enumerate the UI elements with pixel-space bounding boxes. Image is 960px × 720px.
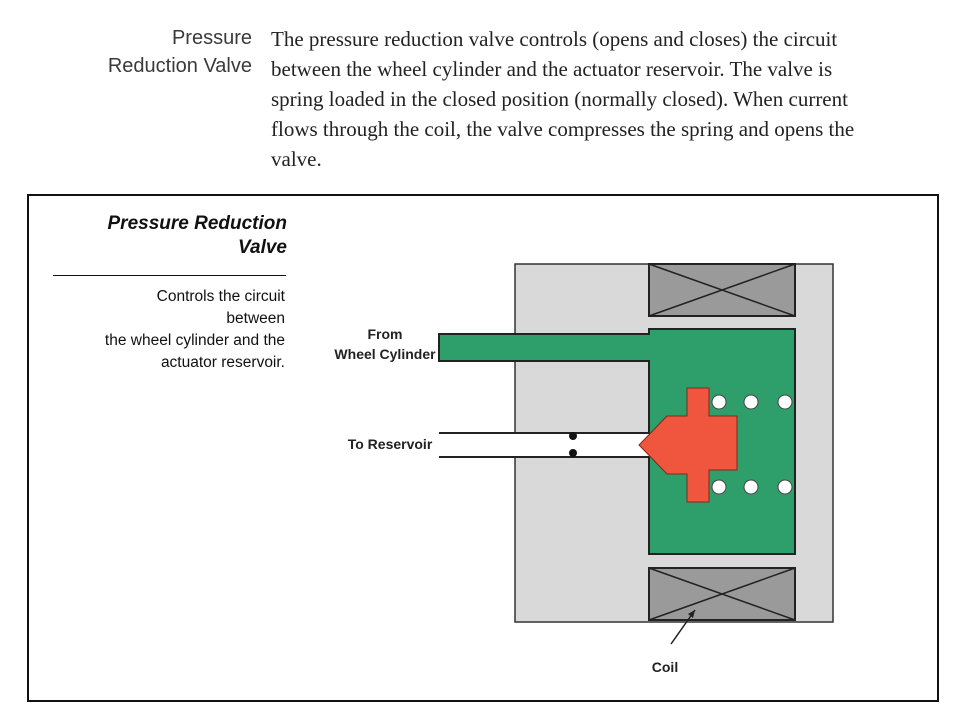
check-ball <box>569 432 577 440</box>
spring-coil <box>711 479 727 495</box>
valve-diagram: From Wheel Cylinder To Reservoir Coil <box>334 263 834 675</box>
label-coil: Coil <box>652 659 678 675</box>
body-line: valve. <box>271 147 322 171</box>
figure-caption-line: actuator reservoir. <box>160 354 285 371</box>
spring-coil <box>711 394 727 410</box>
figure-title-line: Pressure Reduction <box>107 213 288 234</box>
body-line: flows through the coil, the valve compre… <box>271 117 855 141</box>
valve-plunger <box>638 387 738 503</box>
figure-title-line: Valve <box>238 237 287 258</box>
figure-divider <box>53 275 286 276</box>
body-line: The pressure reduction valve controls (o… <box>271 27 838 51</box>
spring-coil <box>743 394 759 410</box>
section-heading-line: Reduction Valve <box>107 55 252 77</box>
figure-caption-line: Controls the circuit <box>156 288 285 305</box>
spring-coil <box>743 479 759 495</box>
check-ball <box>569 449 577 457</box>
label-to-reservoir: To Reservoir <box>348 436 433 452</box>
coil-pointer <box>670 609 696 645</box>
section-body: The pressure reduction valve controls (o… <box>271 24 941 174</box>
coil-bottom <box>648 567 796 621</box>
reservoir-passage <box>439 432 649 458</box>
figure-caption: Controls the circuit between the wheel c… <box>53 286 285 374</box>
spring-coil <box>777 394 793 410</box>
label-wheel-cylinder: Wheel Cylinder <box>334 346 436 362</box>
figure-frame: Pressure Reduction Valve Controls the ci… <box>27 194 939 702</box>
figure-caption-line: between <box>226 310 285 327</box>
body-line: between the wheel cylinder and the actua… <box>271 57 833 81</box>
section-heading-line: Pressure <box>171 27 252 49</box>
section-heading: Pressure Reduction Valve <box>60 24 252 80</box>
spring-coil <box>777 479 793 495</box>
figure-caption-line: the wheel cylinder and the <box>104 332 285 349</box>
body-line: spring loaded in the closed position (no… <box>271 87 848 111</box>
figure-title: Pressure Reduction Valve <box>59 212 288 260</box>
label-from: From <box>368 326 403 342</box>
coil-top <box>648 263 796 317</box>
